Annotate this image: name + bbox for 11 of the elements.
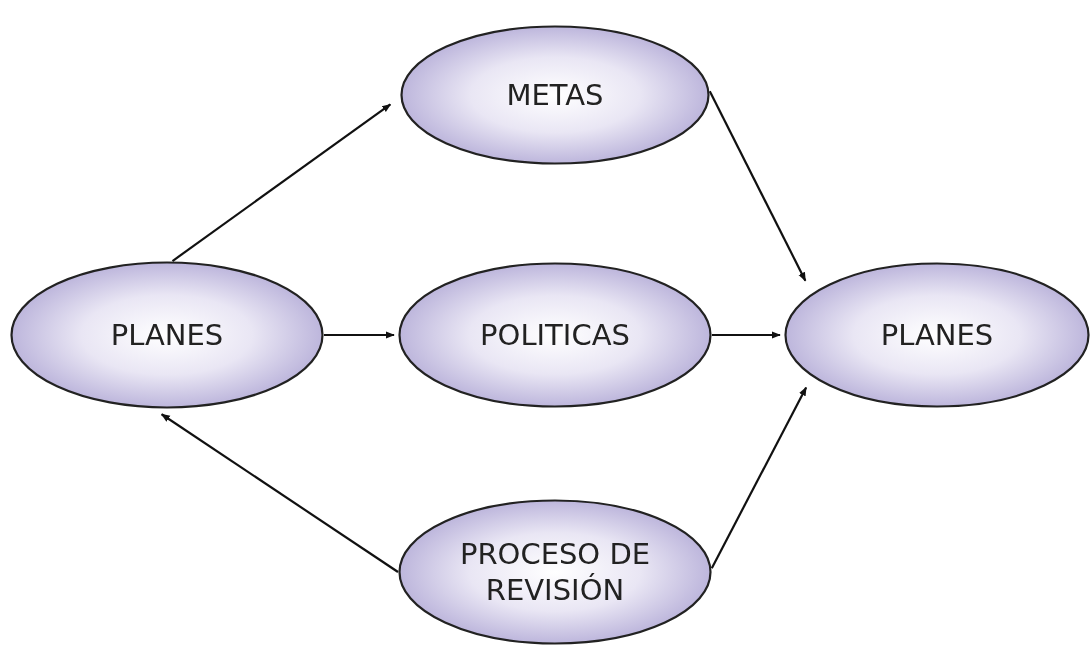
node-label: METAS xyxy=(506,76,604,114)
node-label: PLANES xyxy=(110,316,224,354)
node-label: POLITICAS xyxy=(480,316,630,354)
node-label: PLANES xyxy=(880,316,994,354)
arrow xyxy=(324,331,395,339)
node-label: PROCESO DE REVISIÓN xyxy=(458,535,652,609)
arrow xyxy=(171,103,392,262)
arrow xyxy=(708,90,807,282)
arrow xyxy=(160,413,399,573)
arrow xyxy=(712,331,781,339)
arrow xyxy=(710,386,808,569)
